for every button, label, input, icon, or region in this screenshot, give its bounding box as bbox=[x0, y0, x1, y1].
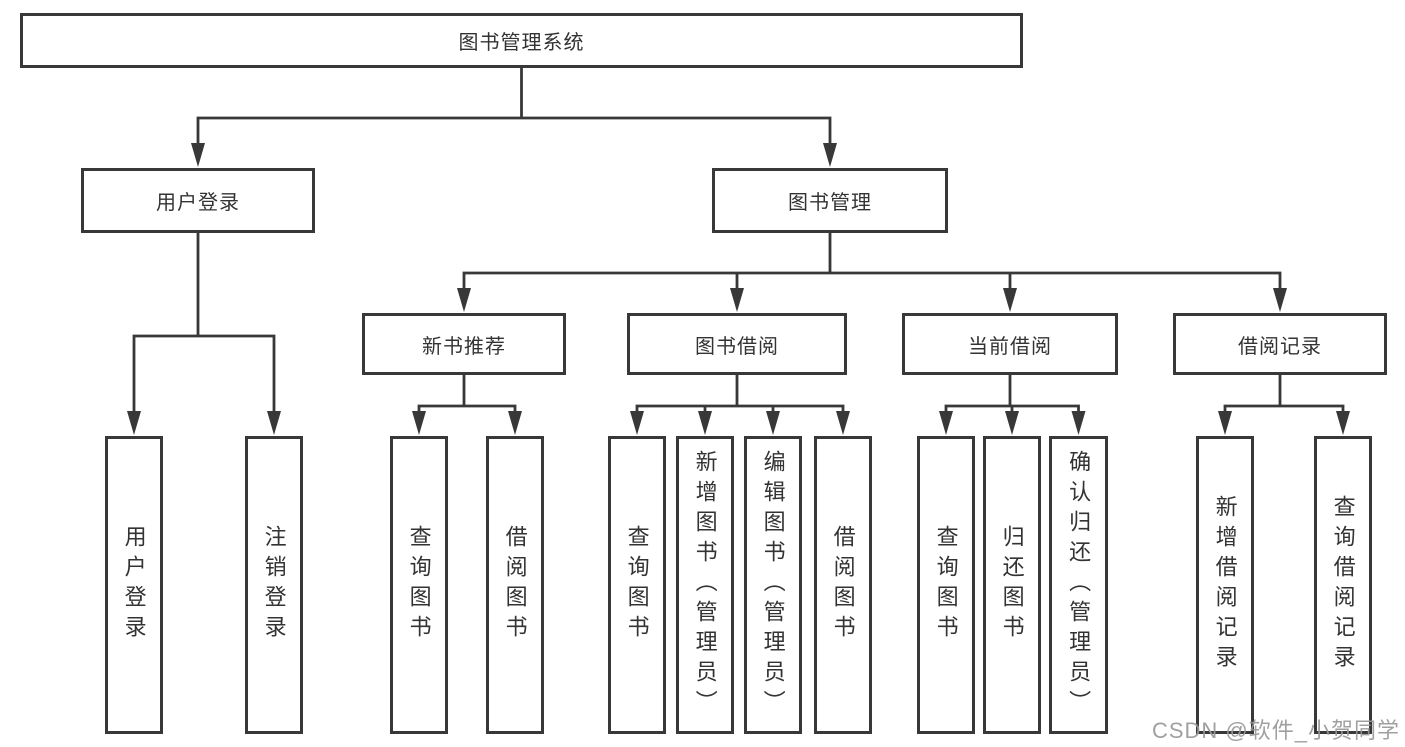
arrowhead-icon-new-books bbox=[457, 288, 471, 312]
diagram-node-add-borrow-record: 新增借阅记录 bbox=[1196, 436, 1254, 734]
arrowhead-icon-query-borrow-record bbox=[1336, 411, 1350, 435]
diagram-node-edit-books-admin: 编辑图书（管理员） bbox=[744, 436, 802, 734]
diagram-node-return-books: 归还图书 bbox=[983, 436, 1041, 734]
node-label-root: 图书管理系统 bbox=[458, 32, 585, 54]
connector-book-mgmt bbox=[462, 233, 1282, 293]
node-label-borrow-records: 借阅记录 bbox=[1238, 335, 1322, 358]
diagram-node-add-books-admin: 新增图书（管理员） bbox=[676, 436, 734, 734]
node-label-borrow-books: 借阅图书 bbox=[830, 525, 856, 645]
node-label-new-books: 新书推荐 bbox=[422, 335, 506, 358]
arrowhead-icon-book-mgmt bbox=[823, 143, 837, 167]
diagram-node-borrow-records: 借阅记录 bbox=[1173, 313, 1387, 375]
diagram-node-query-books-rec: 查询图书 bbox=[390, 436, 448, 734]
connector-book-borrow bbox=[635, 375, 845, 416]
diagram-node-user-login: 用户登录 bbox=[105, 436, 163, 734]
diagram-node-query-borrow-record: 查询借阅记录 bbox=[1314, 436, 1372, 734]
node-label-logout: 注销登录 bbox=[261, 525, 287, 645]
node-label-login-group: 用户登录 bbox=[156, 192, 240, 214]
node-label-current-borrow: 当前借阅 bbox=[968, 335, 1052, 358]
arrowhead-icon-add-borrow-record bbox=[1218, 411, 1232, 435]
node-label-return-books: 归还图书 bbox=[999, 525, 1025, 645]
diagram-node-logout: 注销登录 bbox=[245, 436, 303, 734]
arrowhead-icon-user-login bbox=[127, 411, 141, 435]
diagram-node-login-group: 用户登录 bbox=[81, 168, 315, 233]
node-label-book-mgmt: 图书管理 bbox=[788, 192, 872, 214]
diagram-node-book-mgmt: 图书管理 bbox=[712, 168, 948, 233]
node-label-borrow-books-rec: 借阅图书 bbox=[502, 525, 528, 645]
diagram-node-root: 图书管理系统 bbox=[20, 13, 1023, 68]
node-label-query-borrow-record: 查询借阅记录 bbox=[1330, 495, 1356, 675]
arrowhead-icon-borrow-books-rec bbox=[508, 411, 522, 435]
arrowhead-icon-login-group bbox=[191, 143, 205, 167]
node-label-add-borrow-record: 新增借阅记录 bbox=[1212, 495, 1238, 675]
arrowhead-icon-query-books-current bbox=[939, 411, 953, 435]
node-label-query-books-current: 查询图书 bbox=[933, 525, 959, 645]
arrowhead-icon-query-books-rec bbox=[412, 411, 426, 435]
arrowhead-icon-borrow-records bbox=[1273, 288, 1287, 312]
connector-root bbox=[196, 68, 832, 148]
arrowhead-icon-book-borrow bbox=[730, 288, 744, 312]
connector-login-group bbox=[132, 233, 276, 416]
node-label-query-books-borrow: 查询图书 bbox=[624, 525, 650, 645]
watermark-text: CSDN @软件_小贺同学 bbox=[1151, 718, 1400, 743]
connector-new-books bbox=[417, 375, 517, 416]
arrowhead-icon-add-books-admin bbox=[698, 411, 712, 435]
diagram-node-query-books-current: 查询图书 bbox=[917, 436, 975, 734]
diagram-node-current-borrow: 当前借阅 bbox=[902, 313, 1118, 375]
arrowhead-icon-query-books-borrow bbox=[630, 411, 644, 435]
node-label-query-books-rec: 查询图书 bbox=[406, 525, 432, 645]
arrowhead-icon-logout bbox=[267, 411, 281, 435]
diagram-node-confirm-return-admin: 确认归还（管理员） bbox=[1049, 436, 1108, 734]
diagram-node-book-borrow: 图书借阅 bbox=[627, 313, 847, 375]
arrowhead-icon-confirm-return-admin bbox=[1071, 411, 1086, 435]
diagram-node-new-books: 新书推荐 bbox=[362, 313, 566, 375]
node-label-edit-books-admin: 编辑图书（管理员） bbox=[760, 450, 786, 720]
node-label-confirm-return-admin: 确认归还（管理员） bbox=[1066, 450, 1092, 720]
diagram-node-borrow-books: 借阅图书 bbox=[814, 436, 872, 734]
arrowhead-icon-edit-books-admin bbox=[766, 411, 780, 435]
node-label-user-login: 用户登录 bbox=[121, 525, 147, 645]
arrowhead-icon-current-borrow bbox=[1003, 288, 1017, 312]
diagram-node-borrow-books-rec: 借阅图书 bbox=[486, 436, 544, 734]
arrowhead-icon-borrow-books bbox=[836, 411, 850, 435]
node-label-add-books-admin: 新增图书（管理员） bbox=[692, 450, 718, 720]
node-label-book-borrow: 图书借阅 bbox=[695, 335, 779, 358]
arrowhead-icon-return-books bbox=[1005, 411, 1019, 435]
diagram-node-query-books-borrow: 查询图书 bbox=[608, 436, 666, 734]
connector-borrow-records bbox=[1223, 375, 1345, 416]
connector-current-borrow bbox=[944, 375, 1080, 416]
